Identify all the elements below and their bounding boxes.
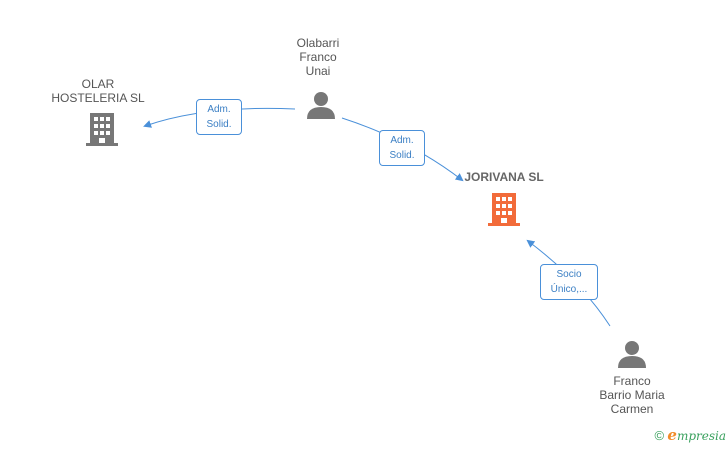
empresia-watermark: © empresia (654, 426, 726, 444)
node-label-line: HOSTELERIA SL (51, 91, 145, 105)
copyright-symbol: © (654, 428, 665, 443)
edge-label-line: Único,... (550, 284, 588, 295)
edge-label-adm-solid-olar[interactable]: Adm. Solid. (196, 99, 242, 135)
edge-label-line: Adm. (390, 135, 414, 146)
building-icon[interactable] (86, 111, 118, 147)
person-icon[interactable] (617, 339, 647, 369)
logo-initial: e (667, 426, 677, 444)
node-label-olar-hosteleria: OLAR HOSTELERIA SL (48, 77, 148, 105)
edge-label-socio-unico[interactable]: Socio Único,... (540, 264, 598, 300)
node-label-line: Unai (305, 64, 331, 78)
node-label-line: Franco (613, 374, 651, 388)
node-label-line: JORIVANA SL (464, 170, 544, 184)
node-label-jorivana: JORIVANA SL (454, 170, 554, 184)
edge-label-line: Adm. (207, 104, 231, 115)
edge-label-line: Socio (556, 269, 582, 280)
node-label-line: OLAR (81, 77, 115, 91)
node-label-franco-barrio-maria-carmen: Franco Barrio Maria Carmen (582, 374, 682, 416)
logo-text: mpresia (676, 429, 726, 443)
node-label-line: Carmen (610, 402, 654, 416)
person-icon[interactable] (306, 90, 336, 120)
node-label-olabarri-franco-unai: Olabarri Franco Unai (278, 36, 358, 78)
building-icon[interactable] (488, 191, 520, 227)
empresia-logo[interactable]: empresia (667, 426, 726, 444)
edge-label-line: Solid. (206, 119, 232, 130)
node-label-line: Franco (299, 50, 337, 64)
edge-label-line: Solid. (389, 150, 415, 161)
node-label-line: Barrio Maria (599, 388, 665, 402)
node-label-line: Olabarri (296, 36, 340, 50)
edge-label-adm-solid-jorivana[interactable]: Adm. Solid. (379, 130, 425, 166)
